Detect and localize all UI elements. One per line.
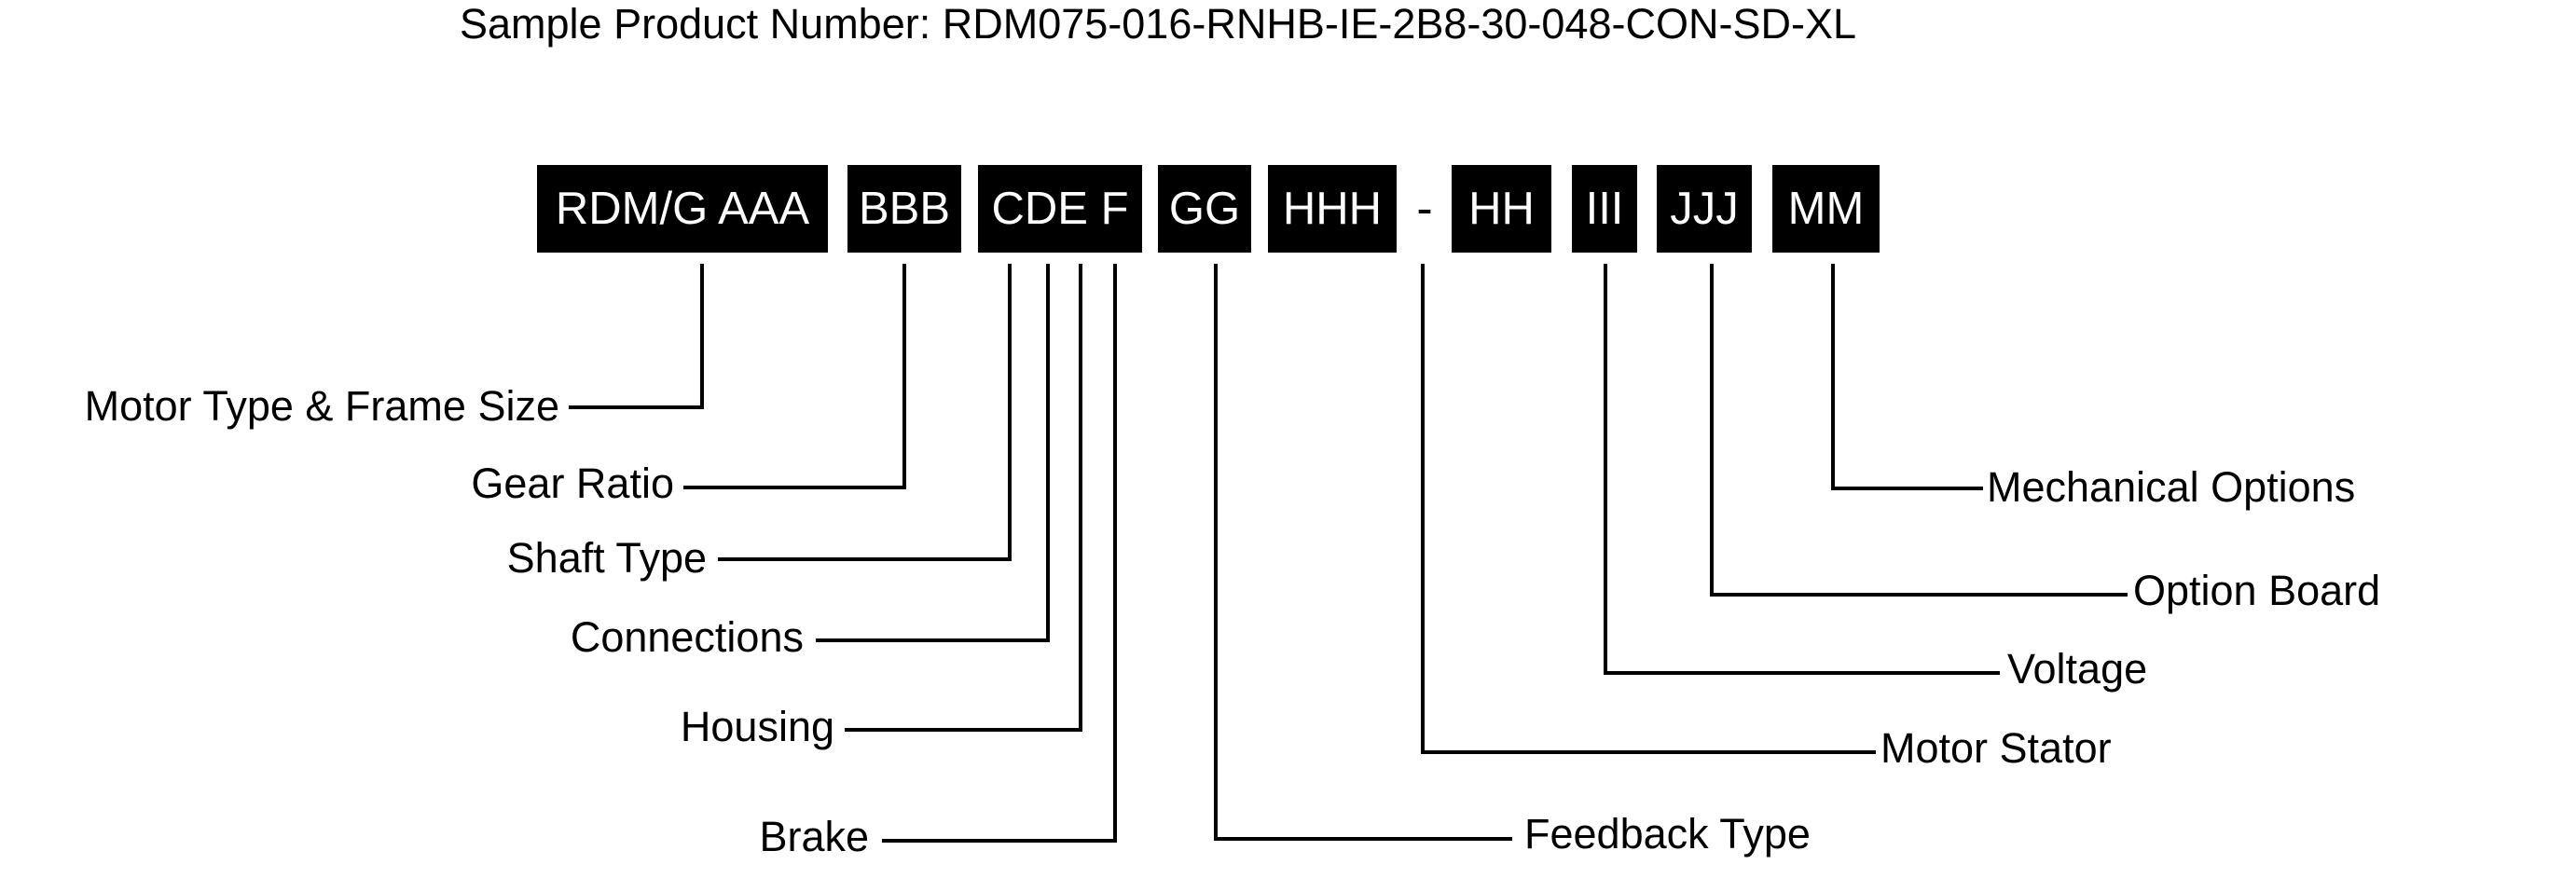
code-text-motor-frame: RDM/G AAA	[555, 184, 810, 234]
diagram-title: Sample Product Number: RDM075-016-RNHB-I…	[460, 0, 1857, 48]
label-feedback-type: Feedback Type	[1524, 810, 1811, 858]
label-mechanical-options: Mechanical Options	[1987, 463, 2356, 511]
code-box-shaft-connections-housing-brake: CDE F	[978, 165, 1142, 253]
code-box-option-board: JJJ	[1657, 165, 1752, 253]
code-text-gear-ratio: BBB	[858, 184, 951, 234]
code-text-voltage: III	[1585, 184, 1624, 234]
label-housing: Housing	[680, 703, 834, 750]
label-shaft-type: Shaft Type	[506, 534, 707, 582]
code-text-option-board: JJJ	[1670, 184, 1739, 234]
code-text-shaft-connections-housing-brake: CDE F	[991, 184, 1129, 234]
code-separator-dash: -	[1416, 182, 1433, 236]
code-text-motor-stator: HH	[1468, 184, 1535, 234]
label-connections: Connections	[570, 613, 804, 661]
label-option-board: Option Board	[2133, 567, 2381, 614]
code-text-feedback-type: GG	[1168, 184, 1241, 234]
code-box-motor-frame: RDM/G AAA	[537, 165, 828, 253]
code-box-gear-ratio: BBB	[847, 165, 961, 253]
label-motor-stator: Motor Stator	[1880, 724, 2112, 772]
code-box-motor-stator: HH	[1452, 165, 1551, 253]
code-text-hhh: HHH	[1282, 184, 1383, 234]
label-motor-type-frame-size: Motor Type & Frame Size	[84, 382, 559, 430]
label-brake: Brake	[759, 813, 869, 860]
code-box-hhh: HHH	[1268, 165, 1397, 253]
code-box-mechanical-options: MM	[1772, 165, 1880, 253]
code-box-voltage: III	[1572, 165, 1637, 253]
code-box-feedback-type: GG	[1158, 165, 1251, 253]
label-gear-ratio: Gear Ratio	[471, 460, 674, 507]
code-text-mechanical-options: MM	[1787, 184, 1865, 234]
label-voltage: Voltage	[2007, 645, 2148, 693]
